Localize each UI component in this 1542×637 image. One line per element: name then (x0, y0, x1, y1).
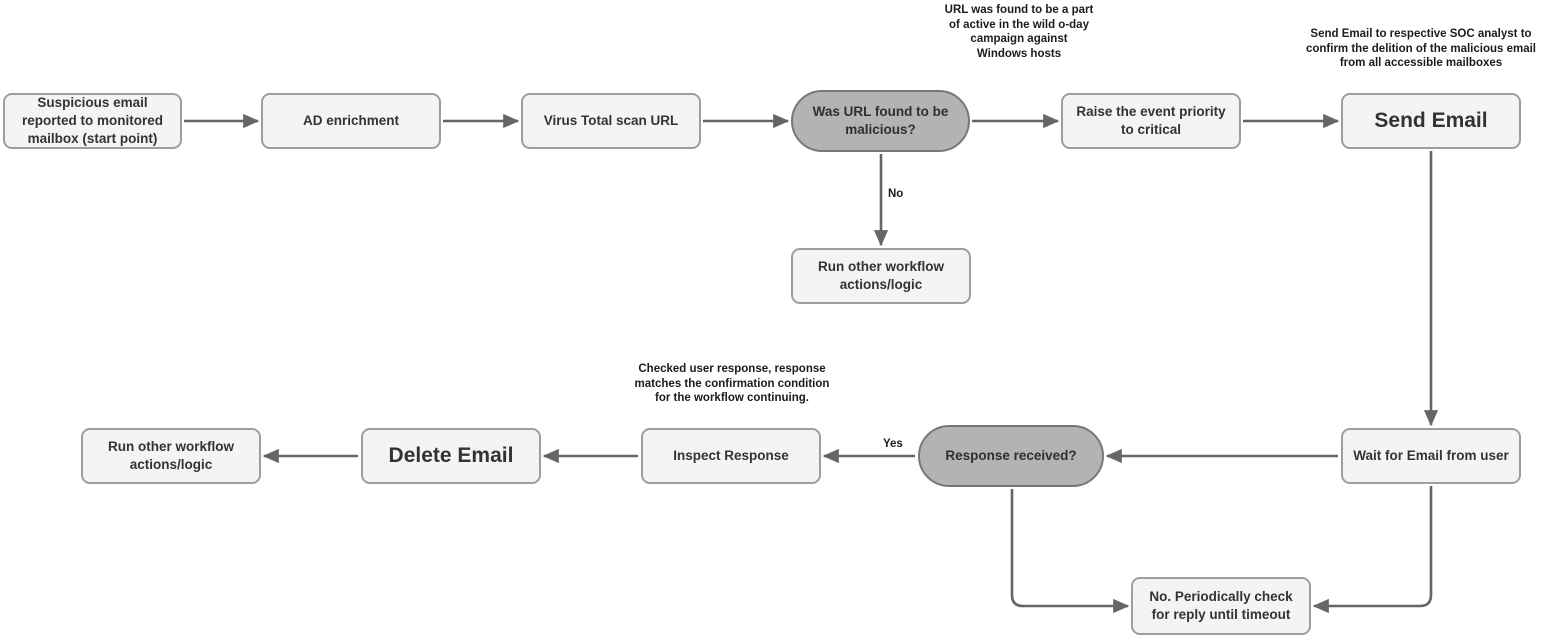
node-url-malicious-decision[interactable]: Was URL found to be malicious? (791, 90, 970, 152)
node-label: AD enrichment (302, 113, 400, 129)
node-label: Inspect Response (673, 448, 789, 464)
note-url-campaign: URL was found to be a part of active in … (944, 4, 1094, 60)
node-virus-total-scan[interactable]: Virus Total scan URL (521, 93, 701, 149)
node-label: Send Email (1374, 109, 1488, 133)
node-periodic-check[interactable]: No. Periodically check for reply until t… (1131, 577, 1311, 635)
node-inspect-response[interactable]: Inspect Response (641, 428, 821, 484)
note-checked-user-response: Checked user response, response matches … (634, 363, 830, 405)
edge-wait-for-email-to-periodic-check (1312, 486, 1433, 614)
edge-label-no-url: No (886, 188, 906, 200)
node-label: No. Periodically check for reply until t… (1149, 589, 1293, 622)
node-label: Suspicious email reported to monitored m… (22, 95, 163, 146)
node-run-other-workflow-bottom[interactable]: Run other workflow actions/logic (81, 428, 261, 484)
node-raise-priority[interactable]: Raise the event priority to critical (1061, 93, 1241, 149)
node-label: Was URL found to be malicious? (812, 104, 949, 137)
node-label: Delete Email (388, 444, 514, 468)
node-response-received-decision[interactable]: Response received? (918, 425, 1104, 487)
node-run-other-workflow-top[interactable]: Run other workflow actions/logic (791, 248, 971, 304)
node-delete-email[interactable]: Delete Email (361, 428, 541, 484)
node-label: Raise the event priority to critical (1076, 104, 1226, 137)
note-send-email-soc: Send Email to respective SOC analyst to … (1305, 28, 1537, 70)
node-label: Wait for Email from user (1353, 448, 1509, 464)
node-label: Virus Total scan URL (543, 113, 679, 129)
node-label: Run other workflow actions/logic (108, 439, 234, 472)
node-send-email[interactable]: Send Email (1341, 93, 1521, 149)
node-label: Response received? (945, 448, 1077, 464)
edge-response-received-no-to-periodic-check (1010, 489, 1130, 614)
edge-label-yes-response: Yes (881, 438, 905, 450)
node-wait-for-email[interactable]: Wait for Email from user (1341, 428, 1521, 484)
node-ad-enrichment[interactable]: AD enrichment (261, 93, 441, 149)
node-label: Run other workflow actions/logic (818, 259, 944, 292)
node-start[interactable]: Suspicious email reported to monitored m… (3, 93, 182, 149)
